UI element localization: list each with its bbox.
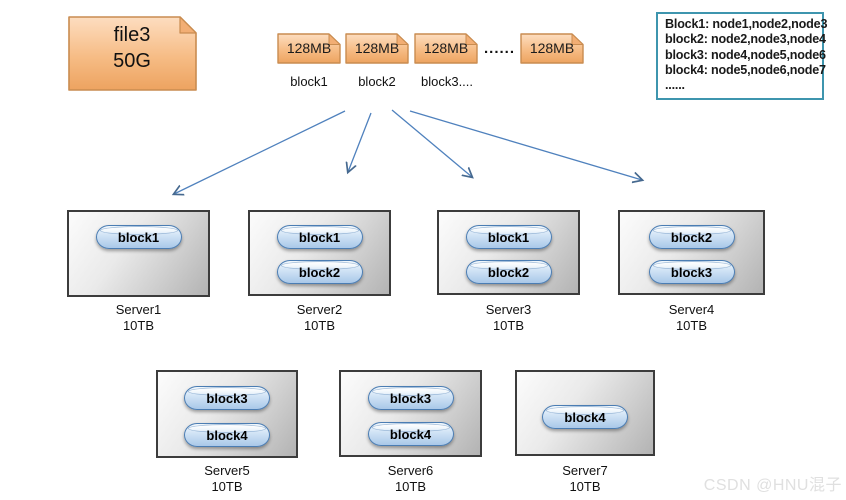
legend-line: block3: node4,node5,node6: [665, 47, 826, 62]
server-box-5: block3 block4: [156, 370, 298, 458]
legend-line: ......: [665, 78, 685, 93]
server-capacity: 10TB: [211, 478, 243, 494]
block-chip-icon: [345, 33, 409, 64]
block-cylinder-icon: block1: [95, 225, 182, 249]
server-name: Server1: [115, 302, 162, 317]
server-name: Server3: [485, 302, 532, 317]
block-label: block3: [670, 265, 713, 280]
server-name: Server4: [668, 302, 715, 317]
server-box-7: block4: [515, 370, 655, 456]
block-name-label: block1: [290, 74, 328, 89]
server-capacity: 10TB: [122, 317, 155, 333]
server-name: Server7: [562, 463, 608, 478]
file-card-icon: [68, 16, 197, 91]
block-label: block2: [487, 265, 530, 280]
block-cylinder-icon: block3: [367, 386, 454, 410]
block-label: block2: [298, 265, 341, 280]
block-chip-icon: [520, 33, 584, 64]
server-box-6: block3 block4: [339, 370, 482, 457]
server-capacity: 10TB: [569, 478, 601, 494]
block-cylinder-icon: block4: [184, 423, 270, 447]
legend-line: block2: node2,node3,node4: [665, 32, 826, 47]
server-label-5: Server5 10TB: [156, 463, 298, 494]
server-box-3: block1 block2: [437, 210, 580, 295]
block-label: block1: [298, 230, 341, 245]
server-capacity: 10TB: [492, 317, 525, 333]
block-name-label: block2: [358, 74, 396, 89]
chip-size-label: 128MB: [529, 40, 575, 56]
legend-line: block4: node5,node6,node7: [665, 62, 826, 77]
block-node-mapping-legend: Block1: node1,node2,node3 block2: node2,…: [656, 12, 828, 100]
server-label-4: Server4 10TB: [618, 302, 765, 333]
server-capacity: 10TB: [394, 478, 427, 494]
block-label: block1: [487, 230, 530, 245]
server-box-2: block1 block2: [248, 210, 391, 296]
server-capacity: 10TB: [303, 317, 336, 333]
server-label-3: Server3 10TB: [437, 302, 580, 333]
file-size: 50G: [113, 50, 151, 72]
block-label: block4: [564, 410, 606, 425]
block-label: block4: [389, 427, 432, 442]
block-cylinder-icon: block1: [465, 225, 552, 249]
server-name: Server6: [387, 463, 434, 478]
block-label: block3: [389, 391, 432, 406]
chip-size-label: 128MB: [286, 40, 332, 56]
block-chip-icon: [277, 33, 341, 64]
block-cylinder-icon: block4: [542, 405, 628, 429]
server-label-7: Server7 10TB: [515, 463, 655, 494]
block-cylinder-icon: block4: [367, 422, 454, 446]
server-label-6: Server6 10TB: [339, 463, 482, 494]
block-cylinder-icon: block2: [276, 260, 363, 284]
server-label-1: Server1 10TB: [67, 302, 210, 333]
block-cylinder-icon: block3: [184, 386, 270, 410]
server-label-2: Server2 10TB: [248, 302, 391, 333]
block-label: block1: [117, 230, 160, 245]
block-cylinder-icon: block3: [648, 260, 735, 284]
server-box-1: block1: [67, 210, 210, 297]
block-name-label: block3....: [420, 74, 474, 89]
legend-line: Block1: node1,node2,node3: [665, 17, 828, 31]
server-name: Server5: [204, 463, 250, 478]
block-cylinder-icon: block2: [648, 225, 735, 249]
block-label: block2: [670, 230, 713, 245]
block-label: block4: [206, 428, 248, 443]
block-chip-icon: [414, 33, 478, 64]
block-cylinder-icon: block1: [276, 225, 363, 249]
server-name: Server2: [296, 302, 343, 317]
block-cylinder-icon: block2: [465, 260, 552, 284]
server-box-4: block2 block3: [618, 210, 765, 295]
chip-size-label: 128MB: [423, 40, 469, 56]
watermark: CSDN @HNU混子: [703, 477, 842, 494]
server-capacity: 10TB: [675, 317, 708, 333]
file-name: file3: [113, 24, 151, 46]
block-label: block3: [206, 391, 248, 406]
chip-size-label: 128MB: [354, 40, 400, 56]
ellipsis-dots: ......: [484, 40, 516, 57]
